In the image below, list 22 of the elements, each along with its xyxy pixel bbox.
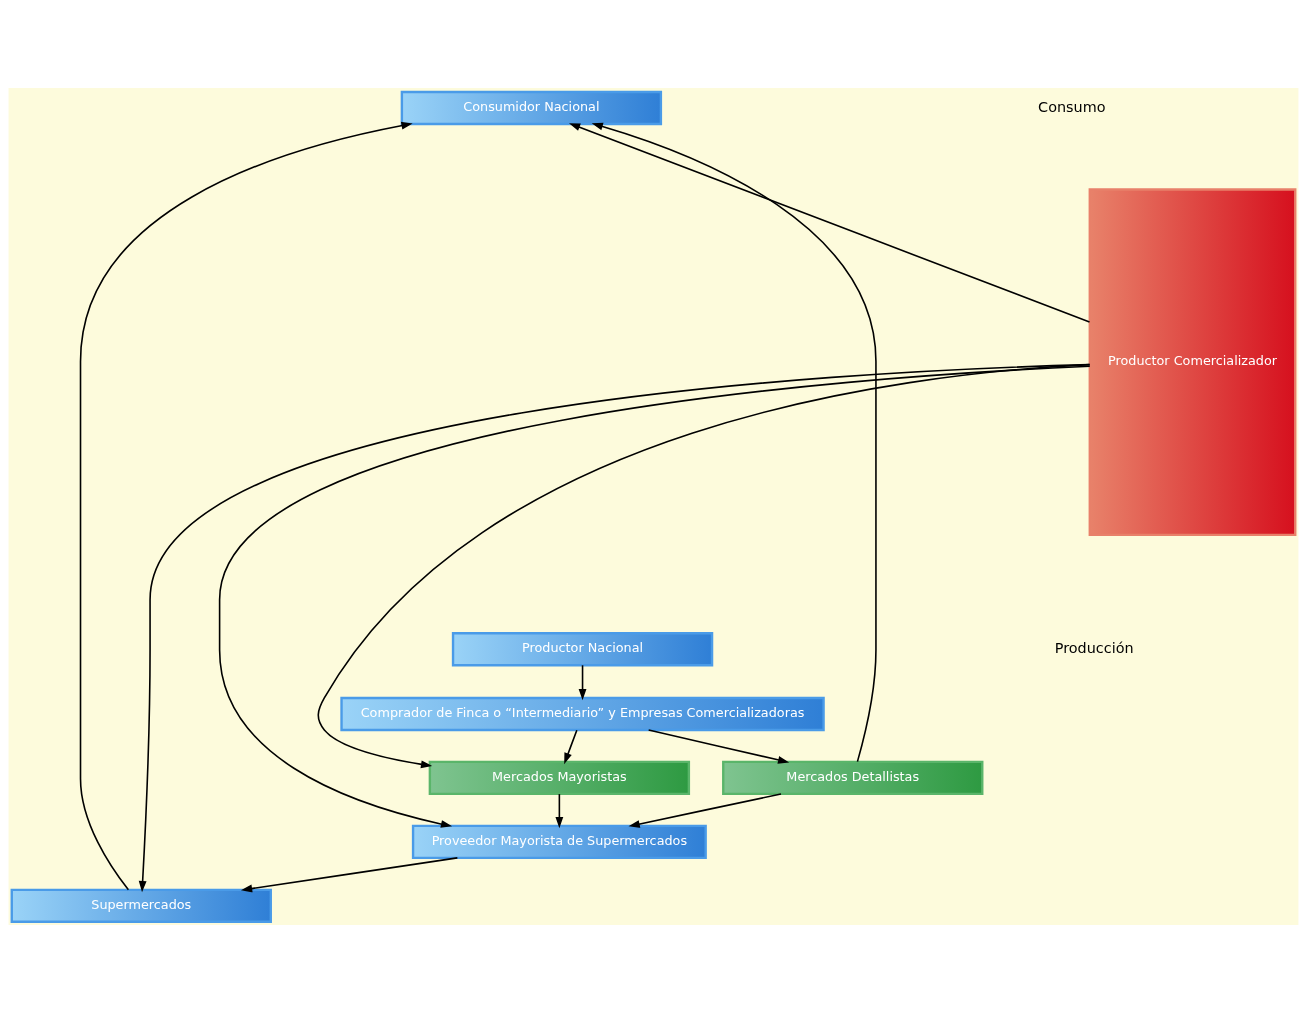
node-box: Consumidor Nacional (400, 90, 663, 126)
arrow (647, 729, 790, 764)
arrow (578, 664, 587, 701)
arrow (240, 857, 459, 893)
node-box: Mercados Detallistas (722, 760, 984, 796)
arrow (555, 793, 564, 829)
node-box: Productor Comercializador (1088, 188, 1297, 537)
arrow (569, 123, 1091, 323)
arrow (138, 363, 1091, 893)
label: Producción (1054, 639, 1134, 656)
node-box: Mercados Mayoristas (428, 760, 691, 796)
node-box: Supermercados (10, 888, 272, 923)
arrow (317, 363, 1091, 769)
node-box: Proveedor Mayorista de Supermercados (411, 824, 707, 860)
arrow (564, 729, 578, 765)
arrow (628, 793, 782, 828)
arrow (79, 121, 413, 891)
arrow (591, 122, 877, 763)
node-box: Comprador de Finca o “Intermediario” y Empresas Comercializadoras (340, 696, 825, 732)
arrow (218, 365, 1091, 828)
label: Consumo (1038, 98, 1106, 115)
node-box: Productor Nacional (451, 632, 714, 667)
